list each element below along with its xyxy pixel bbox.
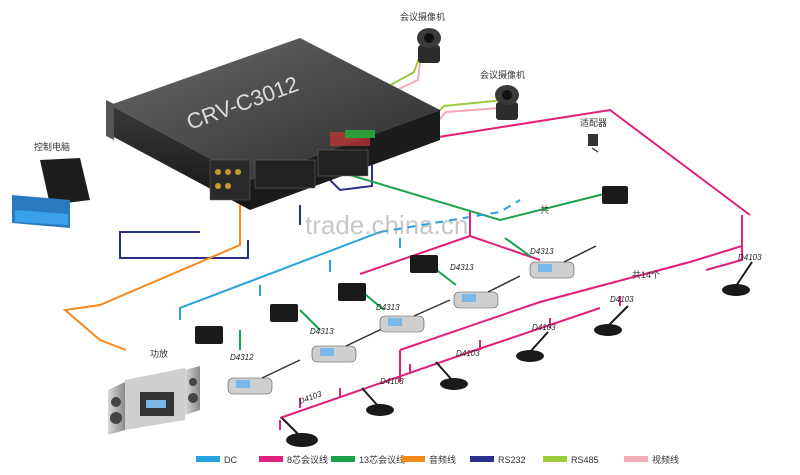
unit-model-label: D4312 xyxy=(230,353,254,362)
pc-label: 控制电脑 xyxy=(34,141,70,152)
legend-label: 视频线 xyxy=(652,454,679,465)
legend-swatch xyxy=(259,456,283,462)
13core-feed-5 xyxy=(504,237,531,257)
8core-chain-lower xyxy=(399,245,743,351)
legend-label: 13芯会议线 xyxy=(359,454,405,465)
power-adapter: 适配器 xyxy=(580,118,607,146)
splitter-box xyxy=(195,326,223,344)
unit-model-label: D4313 xyxy=(450,263,474,272)
total-count-left: 共 xyxy=(540,205,549,215)
adapter-label: 适配器 xyxy=(580,118,607,128)
legend-swatch xyxy=(401,456,425,462)
legend-swatch xyxy=(196,456,220,462)
8core-chain-bottom xyxy=(279,296,621,419)
camera-1-label: 会议摄像机 xyxy=(400,11,445,22)
splitter-box xyxy=(270,304,298,322)
8core-right-drop xyxy=(705,215,743,271)
8core-vertical xyxy=(279,350,401,430)
unit-model-label: D4313 xyxy=(310,327,334,336)
crv-host-unit: CRV-C3012 xyxy=(106,38,440,210)
legend-swatch xyxy=(470,456,494,462)
legend-label: 8芯会议线 xyxy=(287,454,328,465)
legend-item: 13芯会议线 xyxy=(331,454,405,465)
unit-model-label: D4103 xyxy=(738,253,762,262)
unit-delegate-13-1: D4313 xyxy=(310,327,385,363)
8core-adapter-line xyxy=(591,147,599,153)
8core-main xyxy=(355,108,751,216)
legend-item: 音频线 xyxy=(401,454,456,465)
legend-label: 音频线 xyxy=(429,454,456,465)
total-count-right: 共14个 xyxy=(632,270,660,280)
legend-label: RS232 xyxy=(498,455,526,465)
legend-swatch xyxy=(543,456,567,462)
unit-model-label: D4103 xyxy=(610,295,634,304)
unit-delegate-13-4 xyxy=(529,245,597,279)
control-pc: 控制电脑 xyxy=(12,141,90,228)
13core-main xyxy=(349,174,621,222)
amplifier-label: 功放 xyxy=(150,348,168,359)
unit-delegate-13-2: D4313 xyxy=(376,299,451,333)
unit-model-label: D4103 xyxy=(456,349,480,358)
splitter-box xyxy=(410,255,438,273)
legend-label: RS485 xyxy=(571,455,599,465)
legend-item: 8芯会议线 xyxy=(259,454,328,465)
legend-item: RS232 xyxy=(470,455,526,465)
conference-camera-1: 会议摄像机 xyxy=(400,11,445,63)
unit-model-label: D4103 xyxy=(532,323,556,332)
cables xyxy=(62,55,751,430)
unit-delegate-13-3: D4313 xyxy=(450,263,521,309)
audio-cable xyxy=(62,205,241,351)
unit-chairman: D4312 xyxy=(227,353,301,395)
unit-delegate-8-list xyxy=(281,261,753,447)
legend-item: DC xyxy=(196,455,237,465)
13core-feed-2 xyxy=(299,309,321,331)
legend: DC 8芯会议线 13芯会议线 音频线 RS232 RS485 视频线 xyxy=(196,454,679,465)
legend-swatch xyxy=(624,456,648,462)
dc-branch-main xyxy=(179,231,401,320)
legend-item: 视频线 xyxy=(624,454,679,465)
camera-2-label: 会议摄像机 xyxy=(480,69,525,80)
label-d4313-top: D4313 xyxy=(530,247,554,256)
unit-model-label: D4313 xyxy=(376,303,400,312)
legend-swatch xyxy=(331,456,355,462)
splitter-boxes xyxy=(195,186,628,344)
legend-label: DC xyxy=(224,455,237,465)
legend-item: RS485 xyxy=(543,455,599,465)
splitter-box xyxy=(338,283,366,301)
splitter-box xyxy=(602,186,628,204)
8core-chain-dash xyxy=(539,261,691,303)
conference-camera-2: 会议摄像机 xyxy=(480,69,525,120)
unit-model-label: D4103 xyxy=(380,377,404,386)
watermark: trade.china.cn xyxy=(305,210,468,240)
amplifier-system: 功放 xyxy=(108,348,200,435)
